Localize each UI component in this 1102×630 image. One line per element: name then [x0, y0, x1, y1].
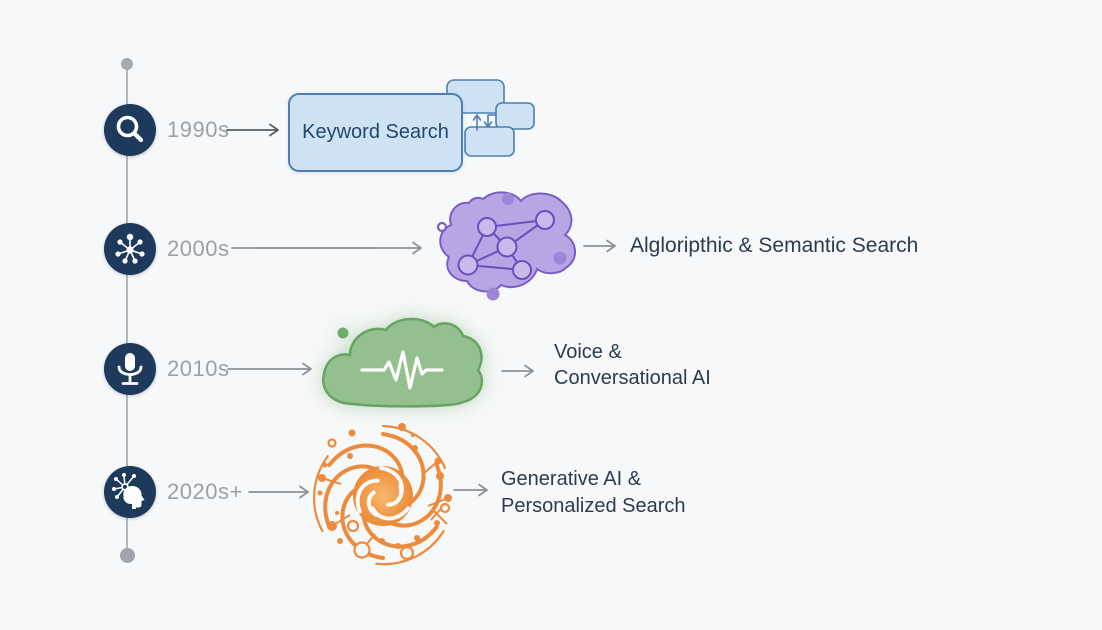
microphone-icon — [117, 353, 143, 385]
arrow-voice — [501, 364, 534, 378]
label-line: Generative AI & — [501, 468, 642, 490]
network-icon — [115, 233, 145, 264]
year-label-1990s: 1990s — [167, 117, 230, 142]
generative-ai-spiral-graphic — [290, 423, 459, 586]
keyword-search-label: Keyword Search — [302, 121, 449, 143]
timeline-end-dot — [120, 548, 135, 563]
keyword-search-box: Keyword Search — [288, 93, 463, 172]
era-node-2000s — [104, 223, 156, 275]
voice-cloud-graphic — [321, 317, 484, 408]
arrow-2010s — [227, 362, 312, 376]
ai-head-icon — [112, 473, 145, 509]
era-node-2020s — [104, 466, 156, 518]
timeline-start-dot — [121, 58, 133, 70]
arrow-2000s — [231, 241, 422, 255]
year-label-2010s: 2010s — [167, 356, 230, 381]
waveform-icon — [360, 350, 444, 390]
arrow-1990s — [226, 123, 279, 137]
label-line: Algloripthic & Semantic Search — [630, 234, 919, 257]
label-line: Voice & — [554, 341, 622, 363]
era-node-2010s — [104, 343, 156, 395]
arrow-semantic — [583, 239, 616, 253]
label-line: Conversational AI — [554, 367, 711, 389]
arrow-2020s — [248, 485, 309, 499]
label-semantic-search: Algloripthic & Semantic Search — [630, 234, 918, 258]
magnifier-icon — [116, 115, 144, 143]
label-generative-ai: Generative AI & Personalized Search — [501, 466, 686, 520]
year-label-2000s: 2000s — [167, 236, 230, 261]
arrow-generative — [453, 483, 488, 497]
voice-cloud-wrap — [312, 312, 492, 422]
label-voice-ai: Voice & Conversational AI — [554, 339, 711, 391]
label-line: Personalized Search — [501, 495, 686, 517]
timeline-line — [126, 64, 128, 556]
keyword-flow-boxes-graphic — [446, 79, 535, 157]
semantic-network-blob-graphic — [436, 191, 576, 301]
era-node-1990s — [104, 104, 156, 156]
year-label-2020s: 2020s+ — [167, 479, 243, 504]
